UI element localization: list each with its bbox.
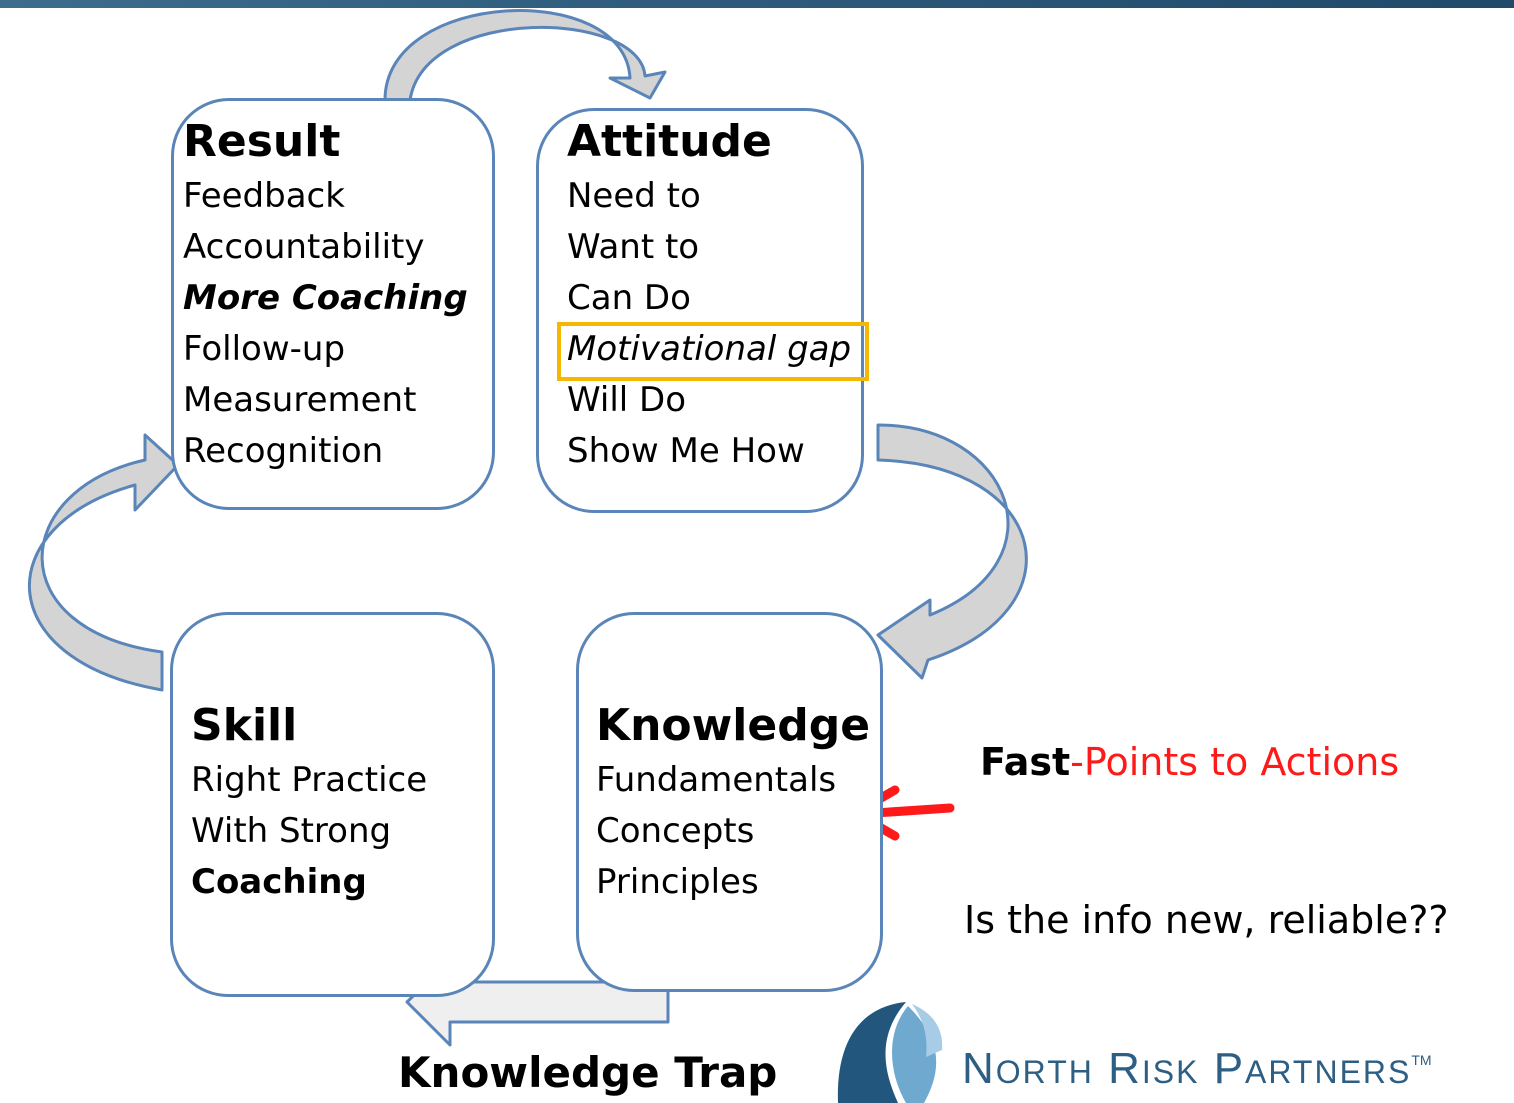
fast-points-label: Fast-Points to Actions — [980, 740, 1399, 784]
attitude-item-show-me-how: Show Me How — [567, 431, 805, 471]
attitude-item-can-do: Can Do — [567, 278, 691, 318]
fast-label-bold: Fast — [980, 740, 1071, 784]
result-item-more-coaching: More Coaching — [183, 278, 468, 318]
knowledge-item-fundamentals: Fundamentals — [596, 760, 837, 800]
knowledge-box — [576, 612, 883, 992]
knowledge-item-concepts: Concepts — [596, 811, 755, 851]
attitude-item-want-to: Want to — [567, 227, 700, 267]
result-item-feedback: Feedback — [183, 176, 345, 216]
red-pointer-arrow-shaft — [870, 803, 955, 818]
arrow-skill-to-result — [28, 433, 180, 692]
result-box — [171, 98, 495, 510]
skill-item-with-strong: With Strong — [191, 811, 392, 851]
skill-item-right-practice: Right Practice — [191, 760, 428, 800]
arrow-attitude-to-knowledge — [876, 423, 1028, 680]
north-risk-logo-icon — [837, 1002, 943, 1103]
knowledge-heading: Knowledge — [596, 700, 871, 751]
attitude-heading: Attitude — [567, 116, 772, 167]
result-text: Result Feedback Accountability More Coac… — [183, 113, 468, 477]
skill-box — [170, 612, 495, 997]
attitude-item-will-do: Will Do — [567, 380, 686, 420]
result-item-accountability: Accountability — [183, 227, 425, 267]
knowledge-text: Knowledge Fundamentals Concepts Principl… — [596, 697, 870, 908]
fast-label-rest: -Points to Actions — [1070, 740, 1400, 784]
info-question: Is the info new, reliable?? — [964, 898, 1449, 942]
knowledge-item-principles: Principles — [596, 862, 759, 902]
result-item-follow-up: Follow-up — [183, 329, 346, 369]
motivational-gap-highlight — [557, 322, 869, 381]
result-item-recognition: Recognition — [183, 431, 384, 471]
top-banner-bar — [0, 0, 1514, 8]
arrow-result-to-attitude — [383, 9, 667, 102]
skill-item-coaching: Coaching — [191, 862, 367, 902]
skill-text: Skill Right Practice With Strong Coachin… — [191, 697, 427, 908]
attitude-text: Attitude Need to Want to Can Do Motivati… — [567, 113, 851, 477]
result-item-measurement: Measurement — [183, 380, 417, 420]
knowledge-trap-label: Knowledge Trap — [398, 1048, 778, 1097]
result-heading: Result — [183, 116, 341, 167]
attitude-item-motivational-gap: Motivational gap — [567, 329, 852, 369]
north-risk-partners-logo-text: NORTH RISK PARTNERSTM — [962, 1044, 1432, 1093]
attitude-box — [536, 108, 864, 513]
skill-heading: Skill — [191, 700, 298, 751]
attitude-item-need-to: Need to — [567, 176, 701, 216]
